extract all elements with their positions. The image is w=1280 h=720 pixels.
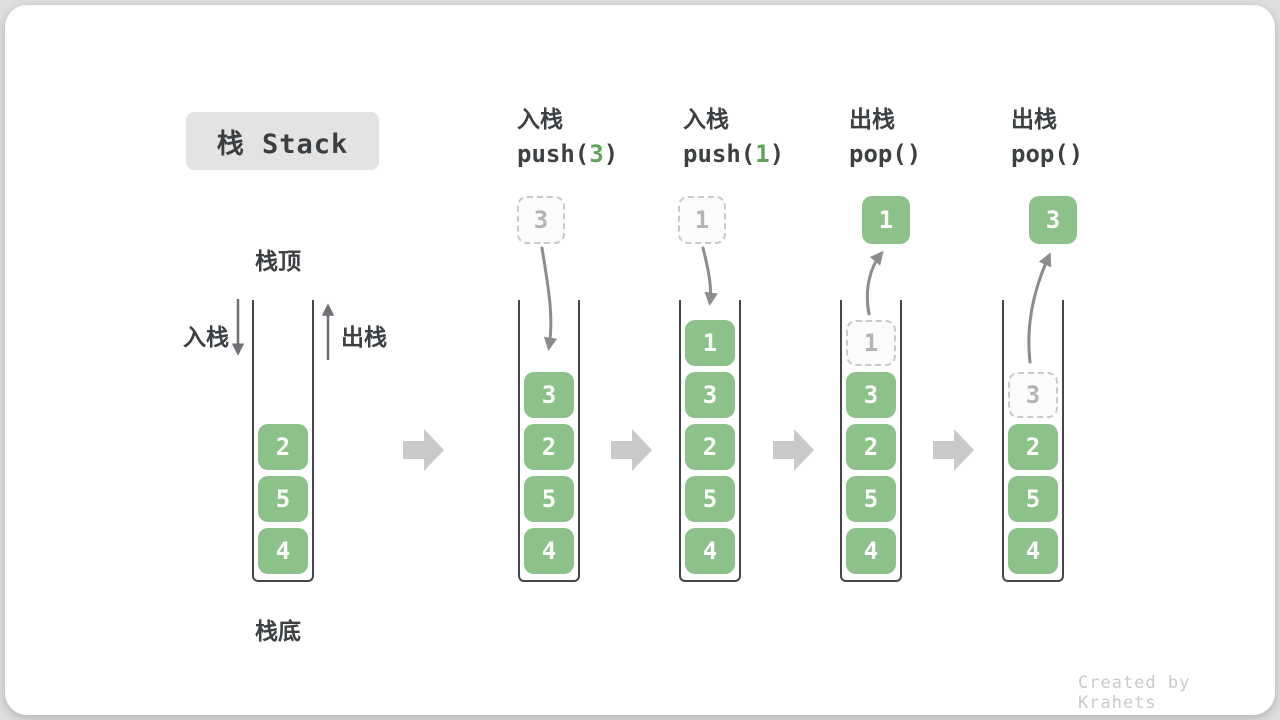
popped-value-box: 1 bbox=[862, 196, 910, 244]
push-direction-label: 入栈 bbox=[183, 324, 229, 350]
operation-code: pop() bbox=[1011, 140, 1084, 168]
stack-cell: 3 bbox=[846, 372, 896, 418]
title-badge: 栈 Stack bbox=[186, 112, 379, 170]
stack-container-3: 1 3 2 5 4 bbox=[679, 300, 741, 582]
stack-container-5: 3 2 5 4 bbox=[1002, 300, 1064, 582]
operation-action: 出栈 bbox=[849, 106, 895, 132]
stack-cell: 3 bbox=[685, 372, 735, 418]
stack-cell-removed: 3 bbox=[1008, 372, 1058, 418]
operation-label-pop-2: 出栈 pop() bbox=[1011, 104, 1083, 169]
stack-cell: 4 bbox=[258, 528, 308, 574]
title-text: 栈 Stack bbox=[216, 128, 349, 160]
pushed-value-box: 3 bbox=[517, 196, 565, 244]
stack-cell: 2 bbox=[1008, 424, 1058, 470]
stack-cell: 2 bbox=[524, 424, 574, 470]
stack-cell: 4 bbox=[1008, 528, 1058, 574]
stack-cell: 5 bbox=[685, 476, 735, 522]
operation-code: pop() bbox=[849, 140, 922, 168]
pushed-value-box: 1 bbox=[678, 196, 726, 244]
operation-code: push(3) bbox=[517, 140, 619, 168]
stack-container-1: 2 5 4 bbox=[252, 300, 314, 582]
stack-cell: 3 bbox=[524, 372, 574, 418]
pop-direction-label: 出栈 bbox=[341, 324, 387, 350]
stack-cell: 4 bbox=[846, 528, 896, 574]
stack-cell: 5 bbox=[524, 476, 574, 522]
operation-label-pop-1: 出栈 pop() bbox=[849, 104, 921, 169]
stack-cell: 2 bbox=[258, 424, 308, 470]
operation-label-push-1: 入栈 push(1) bbox=[683, 104, 784, 169]
stack-cell: 1 bbox=[685, 320, 735, 366]
stack-cell: 5 bbox=[846, 476, 896, 522]
stack-cell: 4 bbox=[685, 528, 735, 574]
stack-cell: 5 bbox=[1008, 476, 1058, 522]
stack-cell: 5 bbox=[258, 476, 308, 522]
code-argument: 1 bbox=[755, 140, 770, 168]
stack-cell-removed: 1 bbox=[846, 320, 896, 366]
stack-top-label: 栈顶 bbox=[255, 248, 301, 274]
operation-action: 出栈 bbox=[1011, 106, 1057, 132]
stack-cell: 2 bbox=[846, 424, 896, 470]
code-argument: 3 bbox=[589, 140, 604, 168]
stack-bottom-label: 栈底 bbox=[255, 618, 301, 644]
popped-value-box: 3 bbox=[1029, 196, 1077, 244]
stack-cell: 2 bbox=[685, 424, 735, 470]
stack-container-4: 1 3 2 5 4 bbox=[840, 300, 902, 582]
operation-action: 入栈 bbox=[683, 106, 729, 132]
operation-code: push(1) bbox=[683, 140, 785, 168]
operation-label-push-3: 入栈 push(3) bbox=[517, 104, 618, 169]
credit-text: Created by Krahets bbox=[1078, 673, 1191, 713]
stack-cell: 4 bbox=[524, 528, 574, 574]
stack-container-2: 3 2 5 4 bbox=[518, 300, 580, 582]
operation-action: 入栈 bbox=[517, 106, 563, 132]
